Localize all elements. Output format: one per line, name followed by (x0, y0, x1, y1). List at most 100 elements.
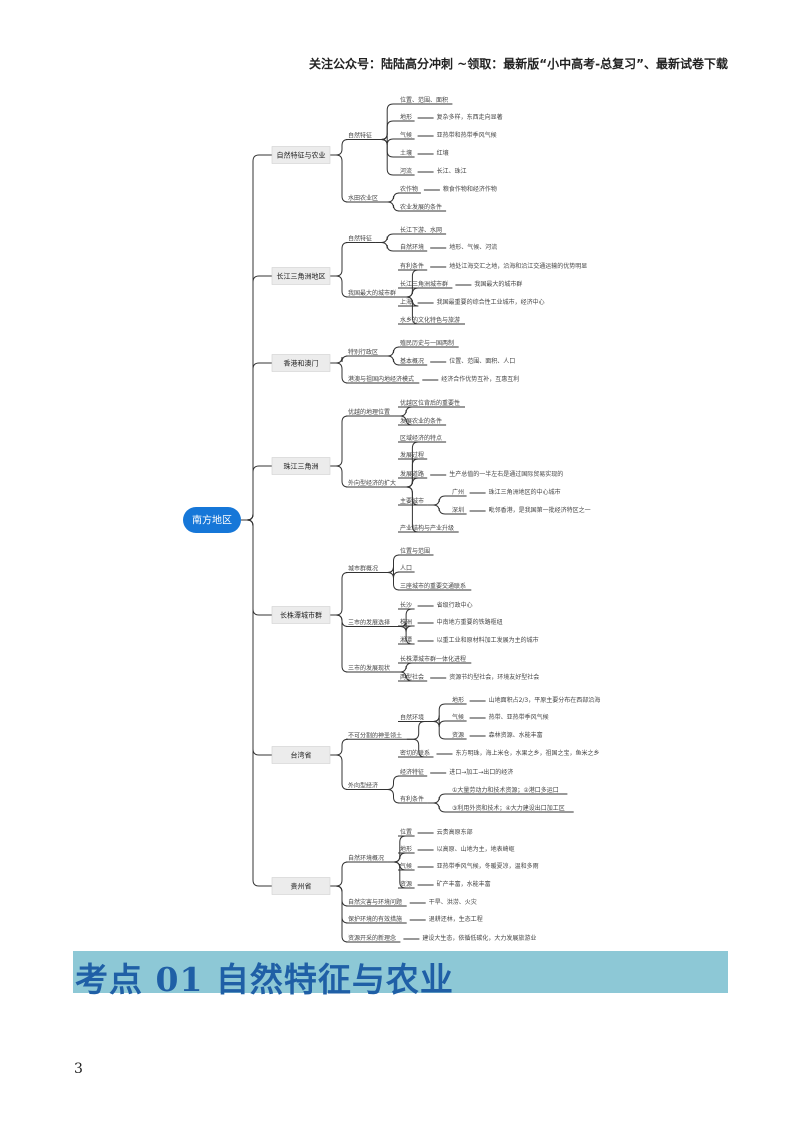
node-label: 气候 (452, 713, 464, 721)
node-label: 自然特征 (348, 132, 372, 140)
node-3-1: 外向型经济的扩大 (348, 479, 396, 487)
node-note: 进口→加工→出口的经济 (449, 768, 513, 776)
node-label: ③利用外资和技术；④大力建设出口加工区 (452, 804, 565, 812)
root-label: 南方地区 (192, 514, 232, 527)
node-label: 三市的发展选择 (348, 619, 390, 627)
node-note: 我国最重要的综合性工业城市，经济中心 (437, 298, 545, 306)
node-label: 城市群概况 (348, 565, 378, 573)
node-3-0-1: 发展农业的条件 (400, 417, 442, 425)
node-note: 以高原、山地为主，地表崎岖 (437, 845, 515, 853)
node-0-1-1: 农业发展的条件 (400, 203, 442, 211)
branch-label: 香港和澳门 (284, 359, 319, 368)
branch-label: 台湾省 (291, 751, 312, 760)
node-label: 人口 (400, 565, 412, 572)
node-3-0: 优越的地理位置 (348, 408, 390, 416)
node-label: 土壤 (400, 149, 412, 157)
node-4-0-2: 三座城市的重要交通联系 (400, 582, 466, 590)
branch-6: 贵州省 (271, 877, 331, 895)
node-1-1-2: 上海 我国最重要的综合性工业城市，经济中心 (400, 298, 545, 306)
node-label: 长株潭城市群一体化进程 (400, 655, 466, 663)
node-6-3: 资源开采的新理念建设大生态，依循低碳化，大力发展旅游业 (348, 934, 536, 942)
node-4-1-1: 株洲 中南地方重要的铁路枢纽 (400, 618, 503, 626)
node-label: 地形 (400, 113, 412, 121)
node-0-1-0: 农作物粮食作物和经济作物 (400, 185, 497, 193)
node-2-0-0: 殖民历史与一国两制 (400, 339, 454, 347)
node-5-1-1: 有利条件 (400, 795, 424, 803)
node-2-0-1: 基本概况位置、范围、面积、人口 (400, 357, 515, 365)
node-label: ①大量劳动力和技术资源；②港口多运口 (452, 786, 559, 794)
node-label: 地形 (400, 845, 412, 853)
node-1-0: 自然特征 (348, 235, 372, 243)
node-label: 优越的地理位置 (348, 408, 390, 416)
node-label: 河流 (400, 167, 412, 175)
node-note: 山地面积占2/3，平原主要分布在西部沿海 (489, 696, 601, 704)
node-label: 保护环境的有效措施 (348, 915, 402, 923)
node-note: 热带、亚热带季风气候 (489, 713, 549, 721)
node-note: 地处江海交汇之地，沿海和沿江交通运输的优势明显 (449, 262, 587, 270)
node-note: 中南地方重要的铁路枢纽 (437, 618, 503, 626)
node-6-2: 保护环境的有效措施退耕还林，生态工程 (348, 915, 483, 923)
node-6-0-2: 气候亚热带季风气候，冬暖夏凉，温和多雨 (400, 862, 539, 870)
node-label: 株洲 (400, 618, 412, 626)
node-note: 矿产丰富，水能丰富 (437, 880, 491, 888)
node-0-0: 自然特征 (348, 132, 372, 140)
node-label: 资源 (452, 731, 464, 739)
node-label: 水田农业区 (348, 194, 378, 202)
node-3-1-3: 主要城市 (400, 497, 424, 505)
node-label: 水乡的文化特色与旅游 (400, 316, 460, 324)
node-label: 位置 (400, 828, 412, 836)
node-note: 毗邻香港，是我国第一批经济特区之一 (489, 506, 591, 514)
node-3-1-3-1: 深圳 毗邻香港，是我国第一批经济特区之一 (452, 506, 591, 514)
node-0-1: 水田农业区 (348, 194, 378, 202)
node-5-0-1: 密切的联系东方明珠，海上米仓，水果之乡，祖国之宝，鱼米之乡 (400, 749, 600, 757)
node-label: 位置与范围 (400, 547, 430, 555)
node-note: 粮食作物和经济作物 (443, 185, 497, 193)
node-4-1: 三市的发展选择 (348, 619, 390, 627)
node-label: 有利条件 (400, 262, 424, 270)
node-1-1: 我国最大的城市群 (348, 289, 396, 297)
node-6-0-1: 地形 以高原、山地为主，地表崎岖 (400, 845, 515, 853)
node-label: 地形 (452, 696, 464, 704)
node-label: 自然特征 (348, 235, 372, 243)
node-note: 复杂多样，东西走向显著 (437, 113, 503, 121)
node-label: 自然环境 (400, 714, 424, 722)
node-label: 不可分割的神圣领土 (348, 731, 402, 739)
node-label: 上海 (400, 298, 412, 306)
node-note: 森林资源、水能丰富 (489, 731, 543, 739)
mindmap: 南方地区自然特征与农业自然特征位置、范围、面积地形复杂多样，东西走向显著气候亚热… (183, 96, 601, 943)
branch-label: 长江三角洲地区 (277, 272, 326, 281)
node-label: 发展道路 (400, 470, 424, 478)
branch-label: 珠江三角洲 (284, 462, 319, 471)
node-label: 产业结构与产业升级 (400, 524, 454, 532)
section-banner: 考点 01 自然特征与农业 (73, 951, 728, 999)
node-note: 生产总值的一半左右是通过国际贸易实现的 (449, 470, 563, 478)
node-2-0: 特别行政区 (348, 348, 378, 356)
page-number: 3 (74, 1061, 83, 1077)
node-3-1-3-0: 广州 珠江三角洲地区的中心城市 (452, 488, 561, 496)
node-label: 经济特征 (400, 768, 424, 776)
node-6-0-3: 资源 矿产丰富，水能丰富 (400, 880, 491, 888)
node-label: 位置、范围、面积 (400, 96, 448, 104)
node-label: 资源 (400, 880, 412, 888)
node-5-0-0-2: 资源 森林资源、水能丰富 (452, 731, 543, 739)
node-label: 区域经济的特点 (400, 434, 442, 442)
node-0-0-2: 气候亚热带和热带季风气候 (400, 131, 497, 139)
node-note: 位置、范围、面积、人口 (449, 357, 515, 365)
node-note: 长江、珠江 (437, 167, 467, 175)
branch-0: 自然特征与农业 (271, 146, 331, 164)
node-label: 发展过程 (400, 451, 424, 459)
node-note: 以重工业和原材料加工发展为主的城市 (437, 636, 539, 644)
node-label: 深圳 (452, 506, 464, 514)
node-note: 珠江三角洲地区的中心城市 (489, 488, 561, 496)
node-5-1-1-1: ③利用外资和技术；④大力建设出口加工区 (452, 804, 565, 812)
node-label: 两型社会 (400, 673, 424, 681)
node-label: 我国最大的城市群 (348, 289, 396, 297)
node-6-1: 自然灾害与环境问题干旱、洪涝、火灾 (348, 898, 477, 906)
node-label: 外向型经济的扩大 (348, 479, 396, 487)
node-label: 自然灾害与环境问题 (348, 898, 402, 906)
node-label: 广州 (452, 488, 464, 496)
section-title: 考点 01 自然特征与农业 (75, 960, 454, 999)
node-label: 发展农业的条件 (400, 417, 442, 425)
node-2-1: 港澳与祖国内地经济模式经济合作优势互补，互惠互利 (348, 375, 519, 383)
node-note: 地形、气候、河流 (449, 243, 497, 251)
